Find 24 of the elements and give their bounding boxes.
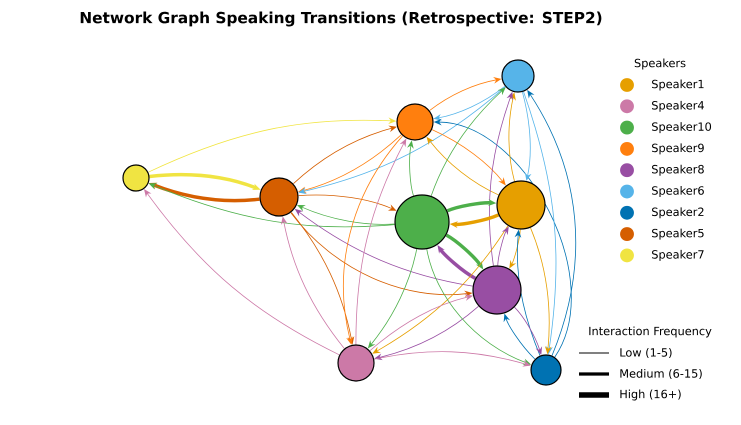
speaker-node <box>259 177 299 217</box>
legend-label: Speaker1 <box>652 80 704 90</box>
speaker-node <box>530 354 562 386</box>
legend-title: Speakers <box>634 58 686 70</box>
legend-title: Interaction Frequency <box>589 326 712 338</box>
legend-label: Speaker4 <box>652 100 704 112</box>
legend-label: Low (1-5) <box>620 348 672 358</box>
speaker-node <box>396 103 434 141</box>
legend-label: Speaker10 <box>652 122 712 134</box>
speaker-node <box>501 59 535 93</box>
speaker-node <box>337 344 375 382</box>
legend-label: Speaker2 <box>652 207 704 218</box>
legend-label: Medium (6-15) <box>620 368 702 380</box>
title: Network Graph Speaking Transitions (Retrospective: STEP2) <box>80 12 602 26</box>
speaker-node <box>122 164 150 192</box>
legend-label: Speaker8 <box>652 164 704 176</box>
legend-label: Speaker9 <box>652 143 704 154</box>
legend-label: Speaker6 <box>652 186 704 197</box>
speaker-node <box>472 265 522 315</box>
speaker-node <box>394 194 450 250</box>
legend-label: High (16+) <box>620 390 681 400</box>
speaker-node <box>496 180 546 230</box>
legend-label: Speaker7 <box>652 250 704 261</box>
legend-label: Speaker5 <box>652 228 704 240</box>
